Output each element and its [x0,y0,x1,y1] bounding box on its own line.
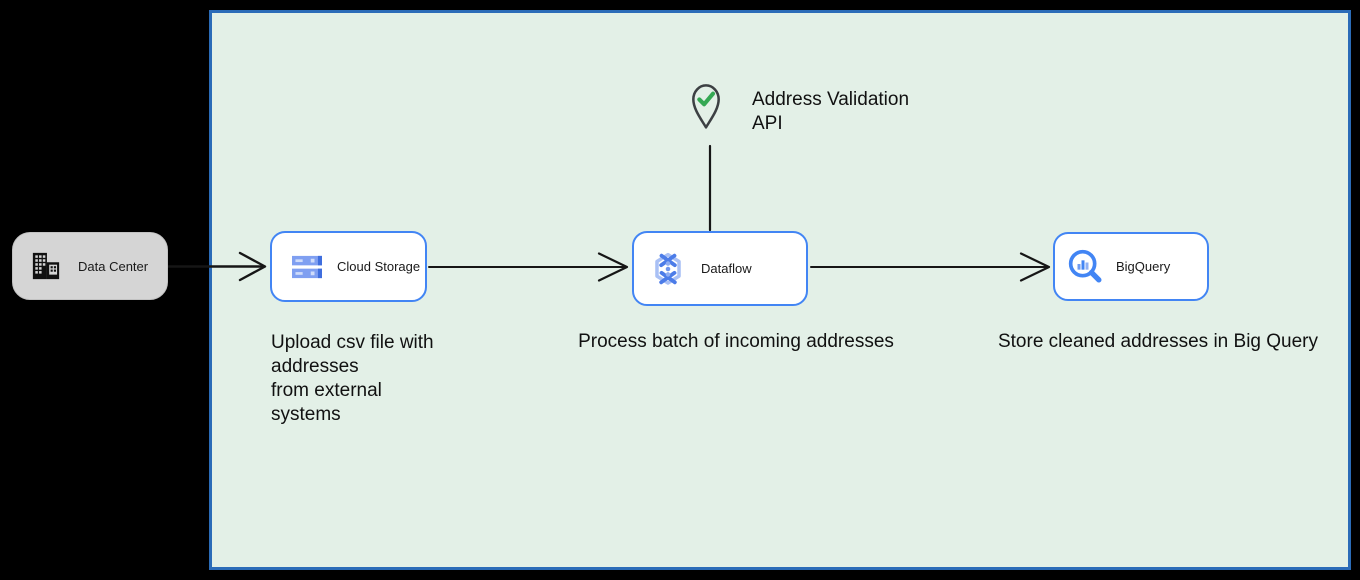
node-label-cloud-storage: Cloud Storage [337,259,421,274]
node-cloud-storage[interactable]: Cloud Storage [270,231,427,302]
annotation-address-validation-api: Address Validation API [752,89,910,134]
cloud-storage-icon [292,255,322,278]
caption-store-cleaned: Store cleaned addresses in Big Query [997,331,1318,352]
caption-upload-csv: Upload csv file with addresses from exte… [271,332,434,425]
node-dataflow[interactable]: Dataflow [632,231,808,306]
caption-process-batch: Process batch of incoming addresses [578,331,894,352]
dataflow-icon [655,252,681,285]
building-icon [32,252,60,280]
bigquery-icon [1068,249,1102,282]
node-label-data-center: Data Center [78,258,149,274]
node-data-center[interactable]: Data Center [12,232,168,300]
node-bigquery[interactable]: BigQuery [1053,232,1209,301]
node-label-dataflow: Dataflow [701,261,752,276]
node-label-bigquery: BigQuery [1116,259,1171,274]
map-pin-check-icon[interactable] [687,80,725,132]
